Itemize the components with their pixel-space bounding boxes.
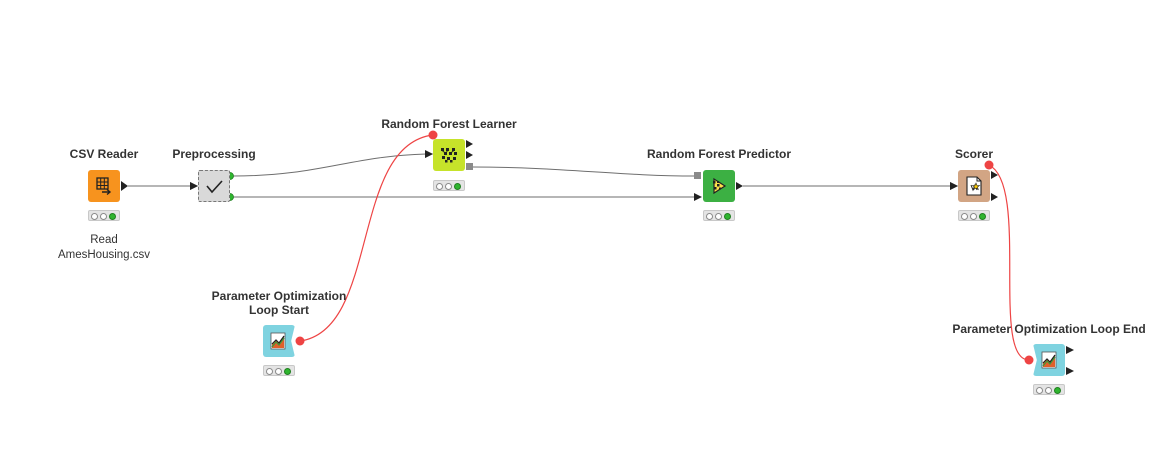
status-lamp: [100, 212, 107, 220]
connection-preprocessing-to-learner[interactable]: [232, 153, 427, 177]
output-port[interactable]: [466, 151, 473, 159]
model-output-port[interactable]: [466, 163, 473, 170]
chart-loop-icon[interactable]: [1033, 344, 1065, 376]
flow-variable-loop-start-to-learner[interactable]: [299, 134, 434, 342]
node-status-indicator: [703, 210, 735, 221]
status-lamp: [275, 367, 282, 375]
status-lamp: [266, 367, 273, 375]
flow-variable-port[interactable]: [428, 130, 438, 140]
status-lamp: [724, 212, 731, 220]
status-lamp: [970, 212, 977, 220]
status-lamp: [1036, 386, 1043, 394]
node-title: Parameter Optimization Loop Start: [211, 289, 347, 317]
node-status-indicator: [433, 180, 465, 191]
status-lamp: [715, 212, 722, 220]
output-port[interactable]: [991, 171, 998, 179]
flow-variable-scorer-to-loop-end[interactable]: [988, 164, 1030, 361]
output-port[interactable]: [121, 181, 128, 191]
node-status-indicator: [958, 210, 990, 221]
scorer-icon[interactable]: [958, 170, 990, 202]
chart-loop-icon[interactable]: [263, 325, 295, 357]
node-title: Parameter Optimization Loop End: [952, 322, 1146, 336]
status-lamp: [436, 182, 443, 190]
node-title: Scorer: [954, 147, 994, 161]
output-port[interactable]: [1066, 367, 1074, 375]
input-port[interactable]: [694, 193, 702, 201]
output-port[interactable]: [736, 182, 743, 190]
status-lamp: [1045, 386, 1052, 394]
node-status-indicator: [263, 365, 295, 376]
model-input-port[interactable]: [694, 172, 701, 179]
node-comment: Read AmesHousing.csv: [57, 234, 151, 261]
node-status-indicator: [88, 210, 120, 221]
status-lamp: [91, 212, 98, 220]
predictor-icon[interactable]: [703, 170, 735, 202]
input-port[interactable]: [425, 150, 433, 158]
output-port[interactable]: [991, 193, 998, 201]
flow-variable-port[interactable]: [1024, 355, 1034, 365]
node-title: Random Forest Learner: [381, 117, 517, 131]
output-port[interactable]: [1066, 346, 1074, 354]
flow-variable-port[interactable]: [984, 160, 994, 170]
checkmark-icon[interactable]: [198, 170, 230, 202]
flow-variable-port[interactable]: [295, 336, 305, 346]
status-lamp: [284, 367, 291, 375]
output-port[interactable]: [466, 140, 473, 148]
status-lamp: [445, 182, 452, 190]
status-lamp: [961, 212, 968, 220]
node-status-indicator: [1033, 384, 1065, 395]
status-lamp: [109, 212, 116, 220]
node-title: Random Forest Predictor: [646, 147, 792, 161]
tree-learner-icon[interactable]: [433, 139, 465, 171]
input-port[interactable]: [190, 182, 198, 190]
input-port[interactable]: [950, 182, 958, 190]
table-arrow-icon[interactable]: [88, 170, 120, 202]
node-title: CSV Reader: [69, 147, 139, 161]
status-lamp: [1054, 386, 1061, 394]
status-lamp: [979, 212, 986, 220]
status-lamp: [706, 212, 713, 220]
node-title: Preprocessing: [172, 147, 256, 161]
status-lamp: [454, 182, 461, 190]
connection-learner-to-predictor[interactable]: [471, 166, 696, 177]
